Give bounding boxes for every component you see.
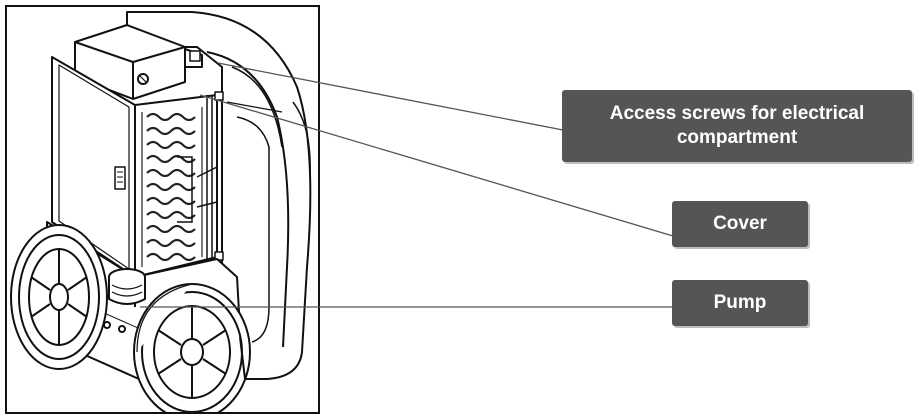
- leader-access-screws: [218, 63, 563, 130]
- callout-pump-label: Pump: [714, 291, 767, 315]
- callout-access-screws: Access screws for electrical compartment: [562, 90, 912, 162]
- callout-cover-label: Cover: [713, 212, 767, 236]
- callout-cover: Cover: [672, 201, 808, 247]
- callout-pump: Pump: [672, 280, 808, 326]
- callout-access-screws-label: Access screws for electrical compartment: [570, 102, 904, 150]
